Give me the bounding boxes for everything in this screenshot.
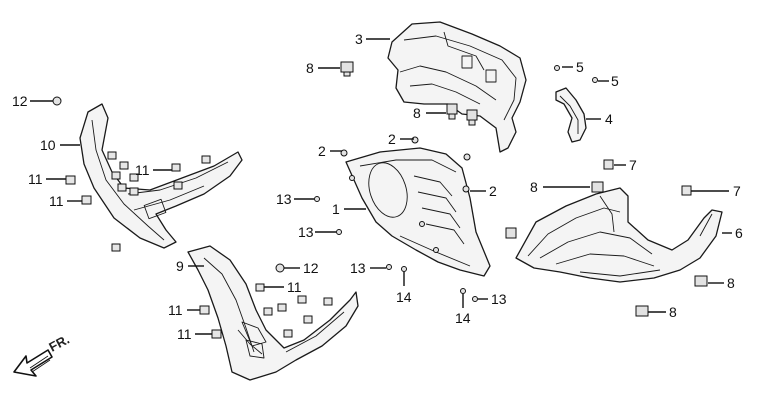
- clip-11: [297, 295, 307, 304]
- clip-11: [201, 155, 211, 164]
- screw-12: [275, 263, 285, 273]
- clip-11: [117, 183, 127, 192]
- callout-2: 2: [489, 183, 497, 199]
- fasteners: [52, 61, 708, 339]
- bolt-8: [446, 103, 458, 120]
- callout-11: 11: [49, 193, 64, 209]
- clip-11: [111, 171, 121, 180]
- callout-8: 8: [413, 105, 421, 121]
- clip-11: [199, 305, 210, 315]
- screw-14: [460, 288, 466, 294]
- clip-11: [119, 161, 129, 170]
- callout-8: 8: [727, 275, 735, 291]
- bolt-8: [635, 305, 649, 317]
- callout-12: 12: [303, 260, 319, 276]
- callout-13: 13: [298, 224, 314, 240]
- callout-6: 6: [735, 225, 743, 241]
- callout-9: 9: [176, 258, 184, 274]
- callout-11: 11: [287, 279, 302, 295]
- front-arrow-icon: [13, 349, 53, 377]
- callout-8: 8: [669, 304, 677, 320]
- grommet-7: [681, 185, 692, 196]
- clip-11: [263, 307, 273, 316]
- callout-11: 11: [168, 302, 183, 318]
- callout-13: 13: [276, 191, 292, 207]
- screw: [433, 247, 439, 253]
- bolt-8: [340, 61, 354, 77]
- callout-11: 11: [177, 326, 192, 342]
- clip-11: [323, 297, 333, 306]
- callout-7: 7: [733, 183, 741, 199]
- clip-11: [65, 175, 76, 185]
- screw-2: [340, 149, 348, 157]
- front-direction-indicator: FR.: [13, 332, 72, 377]
- clip-11: [129, 173, 139, 182]
- front-label: FR.: [46, 332, 72, 355]
- callout-1: 1: [332, 201, 340, 217]
- callout-8: 8: [306, 60, 314, 76]
- screw-5: [592, 77, 598, 83]
- clip-11: [303, 315, 313, 324]
- callout-14: 14: [455, 310, 471, 326]
- callout-12: 12: [12, 93, 28, 109]
- screw-13: [386, 264, 392, 270]
- clip-11: [171, 163, 181, 172]
- callout-10: 10: [40, 137, 56, 153]
- callout-labels: 3 8 8 5 5 4 2 2 2 7 8 7 1 13 13 6 12 10 …: [12, 31, 743, 342]
- screw-5: [554, 65, 560, 71]
- screw-12: [52, 96, 62, 106]
- screw-13: [314, 196, 320, 202]
- clip-11: [277, 303, 287, 312]
- callout-14: 14: [396, 289, 412, 305]
- bolt-8: [466, 109, 478, 126]
- clip-11: [173, 181, 183, 190]
- part-3-upper-inner-cover: [387, 21, 527, 153]
- callout-13: 13: [491, 291, 507, 307]
- part-6-under-cover: [515, 187, 723, 283]
- callout-4: 4: [605, 111, 613, 127]
- screw: [419, 221, 425, 227]
- callout-13: 13: [350, 260, 366, 276]
- screw-13: [472, 296, 478, 302]
- callout-7: 7: [629, 157, 637, 173]
- callout-2: 2: [388, 131, 396, 147]
- clip-11: [81, 195, 92, 205]
- clip-11: [255, 283, 265, 292]
- leader-lines: [30, 38, 732, 335]
- clip-11: [107, 151, 117, 160]
- screw-14: [401, 266, 407, 272]
- bolt-8: [591, 181, 604, 193]
- screw-2: [462, 185, 470, 193]
- callout-3: 3: [355, 31, 363, 47]
- callout-5: 5: [611, 73, 619, 89]
- part-10-left-inner-cover: [79, 103, 243, 249]
- callout-11: 11: [135, 162, 150, 178]
- clip-11: [111, 243, 121, 252]
- callout-11: 11: [28, 171, 43, 187]
- clip-11: [129, 187, 139, 196]
- callout-8: 8: [530, 179, 538, 195]
- screw-13: [336, 229, 342, 235]
- screw: [349, 175, 355, 181]
- bolt-8: [505, 227, 517, 239]
- clip-11: [283, 329, 293, 338]
- screw-2: [411, 136, 419, 144]
- screw-2: [463, 153, 471, 161]
- bolt-8: [694, 275, 708, 287]
- part-1-center-inner-cover: [345, 147, 491, 277]
- callout-5: 5: [576, 59, 584, 75]
- callout-2: 2: [318, 143, 326, 159]
- part-9-lower-left-cover: [187, 245, 359, 381]
- part-4-bracket: [555, 87, 587, 143]
- grommet-7: [603, 159, 614, 170]
- clip-11: [211, 329, 222, 339]
